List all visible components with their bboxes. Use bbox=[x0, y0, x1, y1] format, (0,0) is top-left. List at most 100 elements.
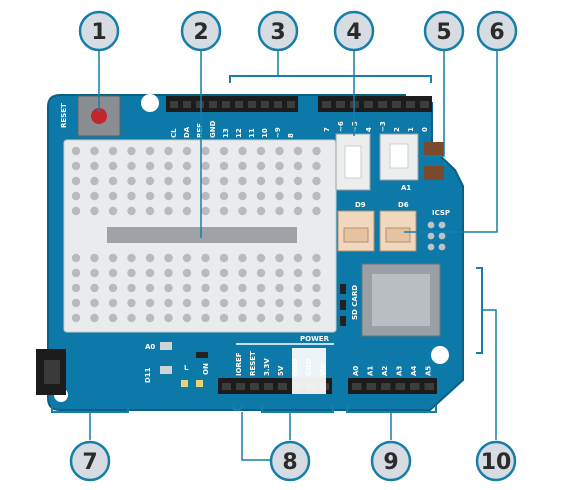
header-pin bbox=[183, 101, 191, 108]
breadboard-hole bbox=[238, 176, 247, 186]
callout-number: 5 bbox=[436, 20, 451, 45]
breadboard-hole bbox=[90, 176, 99, 186]
breadboard-hole bbox=[164, 176, 173, 186]
breadboard-hole bbox=[293, 146, 303, 156]
breadboard-hole bbox=[164, 313, 173, 323]
breadboard-hole bbox=[182, 313, 192, 323]
breadboard-hole bbox=[293, 283, 303, 293]
led-label-d11: D11 bbox=[144, 367, 152, 383]
breadboard-hole bbox=[275, 283, 284, 293]
breadboard-hole bbox=[256, 206, 266, 216]
breadboard-hole bbox=[312, 176, 321, 186]
pin-label: 1 bbox=[407, 127, 415, 132]
callout-circle bbox=[475, 440, 517, 482]
pin-label: 8 bbox=[287, 133, 295, 138]
breadboard-hole bbox=[312, 253, 321, 263]
pin-label: A5 bbox=[425, 366, 433, 376]
icsp-header bbox=[427, 221, 446, 251]
breadboard-hole bbox=[182, 176, 192, 186]
breadboard-hole bbox=[201, 191, 210, 201]
breadboard-hole bbox=[201, 253, 210, 263]
breadboard-hole bbox=[293, 206, 303, 216]
breadboard-hole bbox=[256, 146, 266, 156]
breadboard-hole bbox=[293, 313, 303, 323]
header-pin bbox=[196, 101, 204, 108]
gnd-highlight bbox=[292, 348, 326, 394]
icsp-pin bbox=[427, 232, 435, 240]
mounting-hole bbox=[431, 346, 449, 364]
header-pin bbox=[274, 101, 282, 108]
top-header-right bbox=[318, 96, 432, 112]
header-pin bbox=[424, 383, 434, 390]
power-label: POWER bbox=[300, 335, 330, 343]
pin-label: DA bbox=[183, 126, 191, 138]
breadboard-hole bbox=[127, 313, 136, 323]
breadboard-hole bbox=[108, 206, 118, 216]
breadboard-hole bbox=[164, 191, 173, 201]
breadboard-hole bbox=[238, 146, 247, 156]
breadboard-hole bbox=[182, 298, 192, 308]
breadboard-hole bbox=[275, 176, 284, 186]
led-d11 bbox=[160, 366, 172, 374]
callout-number: 3 bbox=[270, 20, 285, 45]
breadboard-hole bbox=[182, 206, 192, 216]
header-pin bbox=[235, 101, 243, 108]
breadboard-hole bbox=[201, 283, 210, 293]
pin-label: CL bbox=[170, 128, 178, 138]
breadboard-hole bbox=[256, 298, 266, 308]
breadboard-hole bbox=[293, 253, 303, 263]
audio-jack-icon[interactable] bbox=[36, 349, 66, 395]
connector-label-d6: D6 bbox=[398, 201, 409, 209]
breadboard-hole bbox=[90, 146, 99, 156]
smd-component bbox=[424, 142, 444, 156]
callout-circle bbox=[78, 10, 120, 52]
pin-label: 4 bbox=[365, 127, 373, 132]
header-pin bbox=[322, 101, 331, 108]
header-pin bbox=[381, 383, 391, 390]
icsp-pin bbox=[438, 232, 446, 240]
pin-label: REF bbox=[196, 123, 204, 138]
breadboard-hole bbox=[219, 161, 229, 171]
callout-circle bbox=[269, 440, 311, 482]
breadboard-hole bbox=[127, 283, 136, 293]
breadboard-center-channel bbox=[107, 227, 297, 243]
breadboard-hole bbox=[90, 191, 99, 201]
breadboard-hole bbox=[90, 283, 99, 293]
breadboard-hole bbox=[108, 268, 118, 278]
breadboard-hole bbox=[238, 283, 247, 293]
callout-number: 10 bbox=[481, 450, 512, 475]
breadboard-hole bbox=[182, 161, 192, 171]
header-pin bbox=[209, 101, 217, 108]
pin-label: IOREF bbox=[235, 352, 243, 376]
header-pin bbox=[170, 101, 178, 108]
callout-circle bbox=[257, 10, 299, 52]
breadboard-hole bbox=[182, 146, 192, 156]
breadboard-hole bbox=[312, 283, 321, 293]
breadboard-hole bbox=[238, 161, 247, 171]
breadboard-hole bbox=[275, 206, 284, 216]
breadboard-hole bbox=[275, 298, 284, 308]
breadboard-hole bbox=[145, 191, 155, 201]
led-on bbox=[196, 380, 203, 387]
breadboard-hole bbox=[145, 283, 155, 293]
breadboard-hole bbox=[219, 313, 229, 323]
led-l bbox=[181, 380, 188, 387]
breadboard-hole bbox=[108, 176, 118, 186]
breadboard-hole bbox=[256, 313, 266, 323]
breadboard-hole bbox=[201, 313, 210, 323]
callout-number: 9 bbox=[383, 450, 398, 475]
breadboard-hole bbox=[238, 191, 247, 201]
breadboard-hole bbox=[71, 283, 81, 293]
breadboard-hole bbox=[293, 176, 303, 186]
breadboard-hole bbox=[108, 313, 118, 323]
breadboard-hole bbox=[164, 268, 173, 278]
icsp-pin bbox=[438, 243, 446, 251]
breadboard-hole bbox=[127, 253, 136, 263]
header-pin bbox=[352, 383, 362, 390]
header-pin bbox=[287, 101, 295, 108]
breadboard-hole bbox=[108, 161, 118, 171]
breadboard-hole bbox=[293, 191, 303, 201]
